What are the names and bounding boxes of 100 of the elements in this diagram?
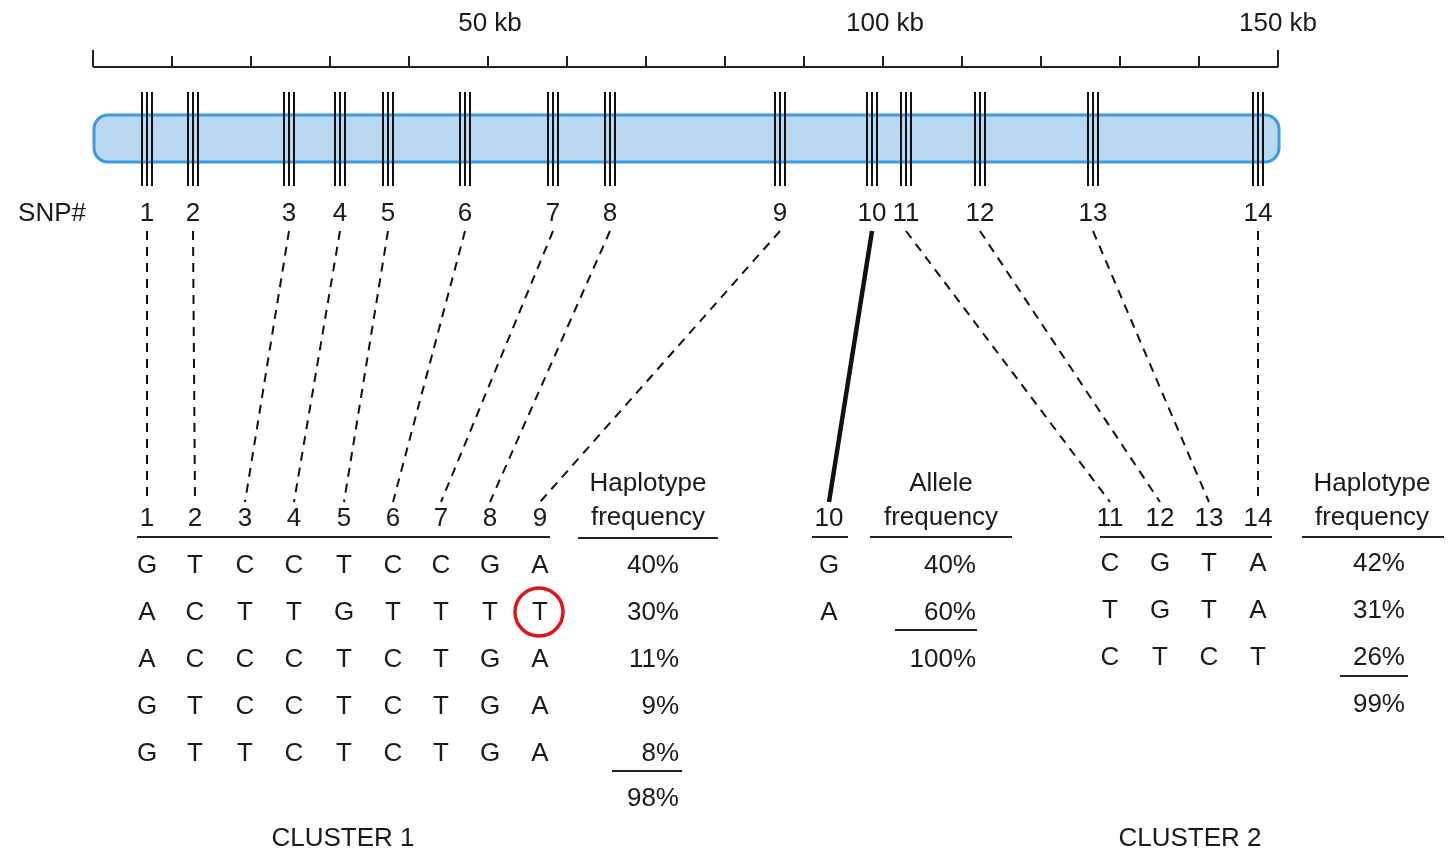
- column-header: Allele frequency: [882, 466, 1000, 533]
- dashed-connector: [293, 230, 341, 503]
- snp-number: 14: [1243, 502, 1273, 534]
- snp-number: 12: [1145, 502, 1175, 534]
- table-text: 99%: [1352, 687, 1405, 721]
- table-text: G: [136, 548, 158, 582]
- table-text: C: [431, 548, 451, 582]
- table-text: C: [284, 736, 304, 770]
- table-text: T: [532, 595, 548, 629]
- table-text: G: [1149, 593, 1171, 627]
- table-text: T: [237, 595, 253, 629]
- table-text: T: [336, 642, 352, 676]
- table-text: C: [185, 642, 205, 676]
- table-text: 60%: [923, 595, 976, 629]
- table-text: 30%: [626, 595, 679, 629]
- table-text: C: [383, 689, 403, 723]
- table-text: G: [479, 736, 501, 770]
- snp-number: 10: [814, 502, 844, 534]
- table-text: T: [433, 736, 449, 770]
- table-text: C: [383, 548, 403, 582]
- snp-number: 8: [602, 197, 618, 229]
- table-text: C: [1100, 640, 1120, 674]
- table-text: CLUSTER 2: [1118, 821, 1262, 855]
- dashed-connector: [905, 230, 1111, 503]
- table-text: 100%: [909, 642, 976, 676]
- table-text: C: [383, 642, 403, 676]
- snp-number: 2: [187, 502, 203, 534]
- dashed-connector: [489, 230, 611, 503]
- table-text: T: [482, 595, 498, 629]
- table-text: T: [336, 736, 352, 770]
- snp-number: 1: [139, 197, 155, 229]
- table-text: C: [185, 595, 205, 629]
- table-text: 150 kb: [1238, 6, 1318, 40]
- table-text: T: [1201, 546, 1217, 580]
- table-text: 50 kb: [458, 6, 522, 40]
- column-header: Haplotype frequency: [588, 466, 708, 533]
- table-text: 11%: [628, 642, 679, 676]
- snp-number: 9: [532, 502, 548, 534]
- table-text: C: [235, 642, 255, 676]
- table-text: T: [237, 736, 253, 770]
- table-text: T: [187, 548, 203, 582]
- dashed-connector: [1092, 230, 1210, 503]
- snp-number: 13: [1194, 502, 1224, 534]
- snp-number: 14: [1243, 197, 1273, 229]
- column-header: Haplotype frequency: [1312, 466, 1432, 533]
- table-text: A: [1249, 546, 1267, 580]
- table-text: C: [284, 642, 304, 676]
- table-text: C: [235, 689, 255, 723]
- table-text: A: [531, 689, 549, 723]
- snp-number: 5: [380, 197, 396, 229]
- table-text: C: [235, 548, 255, 582]
- dashed-connector: [244, 230, 290, 503]
- dashed-connector: [826, 230, 875, 503]
- table-text: T: [286, 595, 302, 629]
- table-text: A: [531, 548, 549, 582]
- snp-number: 7: [433, 502, 449, 534]
- table-text: G: [1149, 546, 1171, 580]
- table-text: A: [138, 642, 156, 676]
- dashed-connector: [979, 230, 1161, 503]
- snp-number: 8: [482, 502, 498, 534]
- table-text: C: [1199, 640, 1219, 674]
- table-text: C: [383, 736, 403, 770]
- table-text: T: [1102, 593, 1118, 627]
- dashed-connector: [392, 230, 466, 503]
- table-text: CLUSTER 1: [271, 821, 415, 855]
- dashed-connector: [539, 230, 781, 503]
- table-text: T: [385, 595, 401, 629]
- snp-number: 4: [286, 502, 302, 534]
- table-text: 26%: [1352, 640, 1405, 674]
- dashed-connector: [343, 230, 389, 503]
- table-text: C: [284, 548, 304, 582]
- table-text: 98%: [626, 781, 679, 815]
- table-text: A: [820, 595, 838, 629]
- dashed-connector: [440, 230, 554, 503]
- snp-number: 7: [545, 197, 561, 229]
- table-text: T: [187, 689, 203, 723]
- table-text: A: [138, 595, 156, 629]
- snp-number: 3: [237, 502, 253, 534]
- snp-number: 12: [965, 197, 995, 229]
- table-text: G: [479, 642, 501, 676]
- snp-number: 11: [1096, 502, 1124, 534]
- table-text: G: [136, 689, 158, 723]
- table-text: G: [479, 548, 501, 582]
- table-text: G: [479, 689, 501, 723]
- table-text: 100 kb: [845, 6, 925, 40]
- table-text: 9%: [641, 689, 679, 723]
- table-text: T: [433, 595, 449, 629]
- table-text: T: [433, 689, 449, 723]
- table-text: 40%: [626, 548, 679, 582]
- table-text: T: [187, 736, 203, 770]
- table-text: T: [336, 548, 352, 582]
- table-text: 40%: [923, 548, 976, 582]
- table-text: A: [531, 642, 549, 676]
- snp-number: 10: [857, 197, 887, 229]
- table-text: T: [1152, 640, 1168, 674]
- table-text: T: [1201, 593, 1217, 627]
- table-text: C: [1100, 546, 1120, 580]
- snp-number: 1: [139, 502, 155, 534]
- table-text: G: [333, 595, 355, 629]
- table-text: 8%: [641, 736, 679, 770]
